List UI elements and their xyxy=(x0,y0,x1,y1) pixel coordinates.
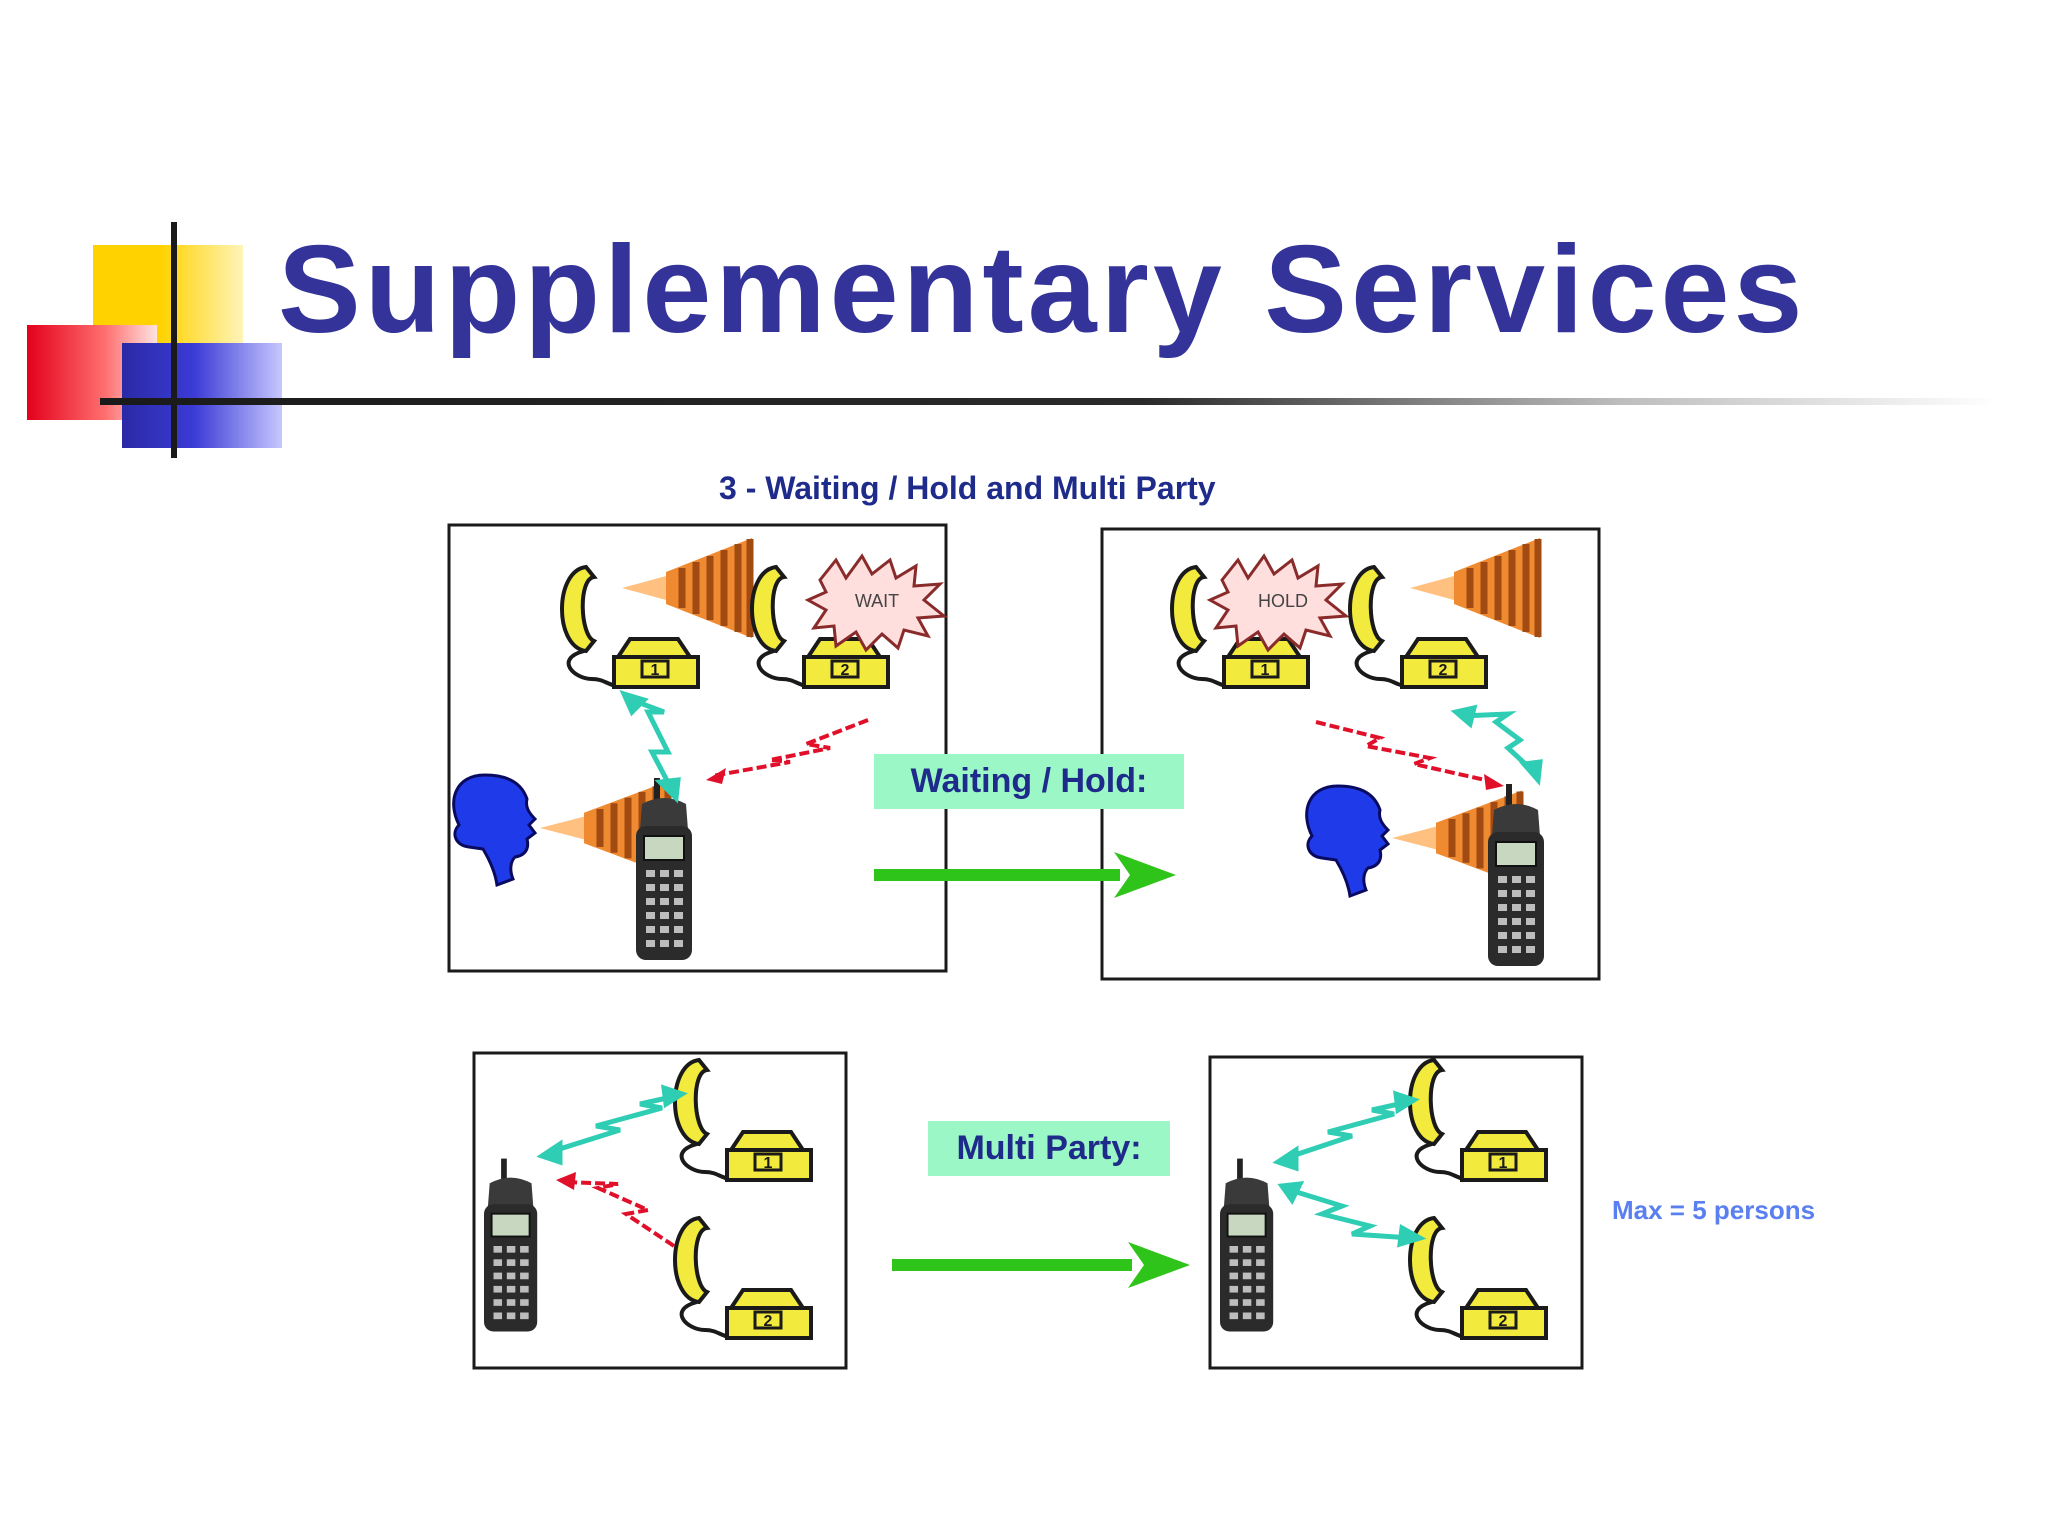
mobile-phone-icon xyxy=(1487,783,1545,967)
signal-red-icon xyxy=(556,1172,676,1248)
phone-number-label: 1 xyxy=(651,662,660,679)
signal-cyan-icon xyxy=(536,1084,688,1166)
signal-red-icon xyxy=(1315,720,1504,790)
mobile-phone-icon xyxy=(483,1157,539,1333)
desk-phone-1: 1 xyxy=(1397,1058,1548,1182)
panel-multiparty-before: 1 2 xyxy=(472,1051,848,1370)
signal-cyan-icon xyxy=(1272,1090,1420,1172)
transition-arrow-multiparty xyxy=(892,1242,1190,1288)
signal-cyan-icon xyxy=(1277,1181,1427,1248)
phone-number-label: 2 xyxy=(1439,662,1448,679)
phone-number-label: 1 xyxy=(764,1155,773,1172)
desk-phone-2: 2 xyxy=(1337,565,1488,689)
desk-phone-2: 2 xyxy=(662,1216,813,1340)
phone-number-label: 1 xyxy=(1261,662,1270,679)
title-underline xyxy=(100,398,2000,405)
wait-burst-icon: WAIT xyxy=(804,553,948,653)
desk-phone-1: 1 xyxy=(1159,565,1310,689)
desk-phone-2: 2 xyxy=(739,565,890,689)
phone-number-label: 2 xyxy=(1499,1313,1508,1330)
title-decoration-blue-square xyxy=(122,343,282,448)
signal-red-icon xyxy=(706,718,869,784)
title-decoration-vertical-line xyxy=(171,222,177,458)
transition-arrow-waiting xyxy=(874,852,1176,898)
phone-number-label: 1 xyxy=(1499,1155,1508,1172)
waiting-hold-label: Waiting / Hold: xyxy=(874,754,1184,809)
signal-cyan-icon xyxy=(619,690,681,804)
max-persons-note: Max = 5 persons xyxy=(1612,1195,1816,1225)
diagram-subtitle: 3 - Waiting / Hold and Multi Party xyxy=(719,470,1216,506)
panel-waiting-after: 1 HOLD 2 xyxy=(1100,527,1601,981)
hold-burst-icon: HOLD xyxy=(1206,553,1350,653)
mobile-phone-icon xyxy=(1219,1157,1275,1333)
page-title: Supplementary Services xyxy=(278,221,1807,359)
phone-number-label: 2 xyxy=(841,662,850,679)
panel-waiting-before: 1 2 WAIT xyxy=(447,523,948,973)
multi-party-label: Multi Party: xyxy=(928,1121,1170,1176)
panel-multiparty-after: 1 2 xyxy=(1208,1055,1584,1370)
desk-phone-1: 1 xyxy=(549,565,700,689)
phone-number-label: 2 xyxy=(764,1313,773,1330)
hold-burst-text: HOLD xyxy=(1258,591,1308,611)
desk-phone-1: 1 xyxy=(662,1058,813,1182)
signal-cyan-icon xyxy=(1450,704,1543,786)
wait-burst-text: WAIT xyxy=(855,591,899,611)
desk-phone-2: 2 xyxy=(1397,1216,1548,1340)
mobile-phone-icon xyxy=(635,777,693,961)
